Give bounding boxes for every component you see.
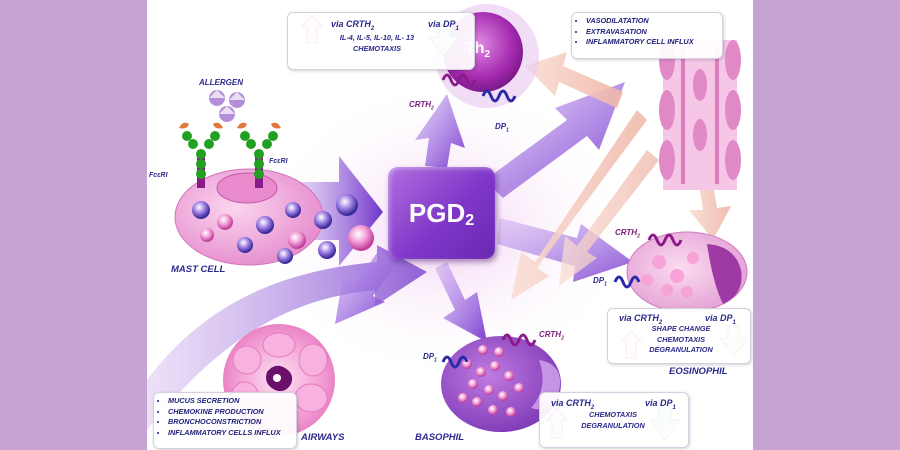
th2-crth2-label: CRTH2 [409, 100, 434, 112]
th2-dp-label: DP1 [495, 122, 509, 134]
allergen-label: ALLERGEN [199, 78, 243, 87]
th2-effect-1: IL-4, IL-5, IL-10, IL- 13 [339, 33, 415, 42]
eosinophil-effect-list: SHAPE CHANGE CHEMOTAXIS DEGRANULATION [643, 324, 719, 356]
basophil-label: BASOPHIL [415, 432, 465, 443]
airways-effect-3: BRONCHOCONSTRICTION [168, 417, 296, 428]
airways-label: AIRWAYS [301, 432, 345, 443]
fceri-label-left: FcεRI [149, 172, 168, 179]
vessel-effects-box: VASODILATATION EXTRAVASATION INFLAMMATOR… [571, 12, 723, 59]
pgd2-to-airways-arrow [335, 250, 397, 324]
mast-cell-label: MAST CELL [171, 264, 226, 275]
eosinophil-effect-1: SHAPE CHANGE [651, 324, 711, 333]
basophil-crth2-label: CRTH2 [539, 330, 564, 342]
eosinophil-via-crth2: via CRTH2 [619, 313, 663, 326]
airways-effect-4: INFLAMMATORY CELLS INFLUX [168, 428, 296, 439]
vessel-to-eosinophil-arrow [559, 150, 659, 286]
airways-effect-2: CHEMOKINE PRODUCTION [168, 407, 296, 418]
basophil-via-crth2: via CRTH2 [551, 398, 595, 411]
airways-effects-box: MUCUS SECRETION CHEMOKINE PRODUCTION BRO… [153, 392, 297, 449]
eosinophil-dp-label: DP1 [593, 276, 607, 288]
pgd2-to-th2-arrow [415, 94, 465, 168]
eosinophil-crth2-receptor [647, 233, 683, 247]
vessel-to-th2-arrow [525, 52, 623, 108]
eosinophil-crth2-label: CRTH2 [615, 228, 640, 240]
airways-effect-1: MUCUS SECRETION [168, 396, 296, 407]
allergen-particles [209, 90, 245, 122]
basophil-effect-2: DEGRANULATION [581, 420, 645, 430]
th2-via-dp: via DP1 [428, 19, 459, 32]
th2-effects-box [287, 12, 475, 70]
eosinophil-via-dp: via DP1 [705, 313, 736, 326]
basophil-effect-1: CHEMOTAXIS [588, 410, 638, 419]
eosinophil-label: EOSINOPHIL [669, 366, 728, 377]
th2-subscript: 2 [484, 49, 491, 61]
eosinophil-dp-receptor [613, 275, 641, 289]
th2-dp-receptor [481, 89, 517, 103]
basophil-dp-receptor [441, 355, 469, 369]
basophil-cell [441, 336, 561, 432]
vessel-effect-1: VASODILATATION [586, 16, 722, 27]
eosinophil-cell [626, 231, 748, 313]
eosinophil-effects-box [607, 308, 751, 364]
pgd2-to-basophil-arrow [435, 262, 487, 342]
pgd2-name: PGD [408, 197, 466, 228]
eosinophil-effect-2: CHEMOTAXIS [656, 334, 706, 344]
th2-via-crth2: via CRTH2 [331, 19, 375, 32]
th2-effect-2: CHEMOTAXIS [352, 43, 402, 53]
blood-vessel [659, 40, 741, 190]
basophil-dp-label: DP1 [423, 352, 437, 364]
vessel-effect-2: EXTRAVASATION [586, 27, 722, 38]
basophil-effect-list: CHEMOTAXIS DEGRANULATION [575, 410, 651, 431]
vessel-to-basophil-arrow [511, 110, 647, 300]
mast-cell [174, 168, 374, 266]
vessel-effect-3: INFLAMMATORY CELL INFLUX [586, 37, 722, 48]
ige-antibodies [179, 122, 281, 188]
fceri-label-right: FcεRI [269, 158, 288, 165]
th2-crth2-receptor [441, 73, 477, 87]
basophil-crth2-receptor [501, 333, 537, 347]
eosinophil-effect-3: DEGRANULATION [649, 345, 713, 355]
pgd2-to-vessel-arrow [485, 82, 625, 198]
basophil-effects-box [539, 392, 689, 448]
th2-effect-list: IL-4, IL-5, IL-10, IL- 13 CHEMOTAXIS [325, 33, 429, 54]
pgd2-subscript: 2 [465, 212, 475, 229]
basophil-via-dp: via DP1 [645, 398, 676, 411]
